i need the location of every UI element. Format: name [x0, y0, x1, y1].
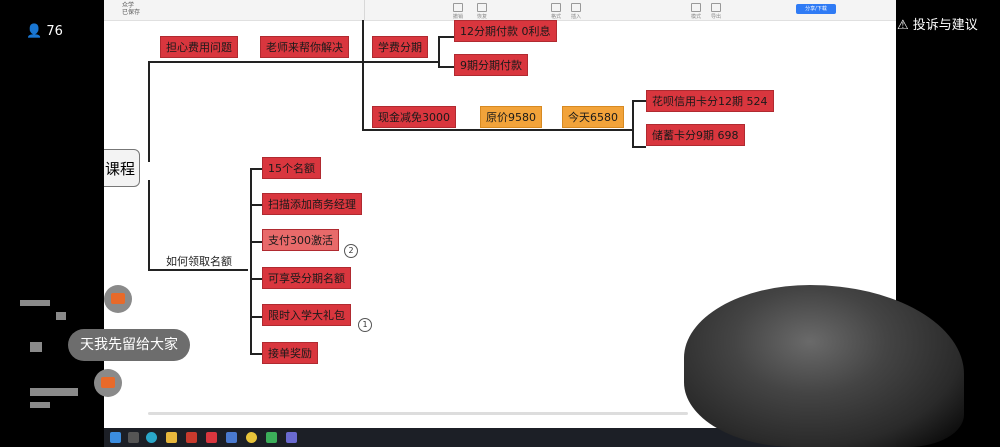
- node-9-installments[interactable]: 9期分期付款: [454, 54, 528, 76]
- app-subtitle-text: 已保存: [122, 9, 141, 16]
- node-installment-seat[interactable]: 可享受分期名额: [262, 267, 351, 289]
- insert-button[interactable]: 插入: [564, 3, 588, 20]
- node-original-price[interactable]: 原价9580: [480, 106, 542, 128]
- insert-icon: [571, 3, 581, 12]
- mode-label: 模式: [690, 14, 701, 20]
- node-teacher-help[interactable]: 老师来帮你解决: [260, 36, 349, 58]
- horizontal-scrollbar[interactable]: [148, 412, 688, 415]
- undo-button[interactable]: 撤销: [446, 3, 470, 20]
- node-scan-add-manager[interactable]: 扫描添加商务经理: [262, 193, 362, 215]
- os-taskbar: [104, 428, 896, 447]
- gift-icon[interactable]: [104, 285, 132, 313]
- pixelated-username: [30, 402, 50, 408]
- connector: [250, 168, 262, 170]
- redo-icon: [477, 3, 487, 12]
- report-label: 投诉与建议: [912, 18, 978, 33]
- pixelated-username: [30, 342, 42, 352]
- screen-share: 众学 已保存 撤销 恢复 格式 插入 模式 导出 分享/下载 课程 担心费用问题…: [104, 0, 896, 447]
- connector: [250, 204, 262, 206]
- warning-icon: ⚠: [897, 18, 909, 33]
- connector: [438, 36, 454, 38]
- connector: [148, 62, 150, 162]
- pixelated-username: [56, 312, 66, 320]
- node-order-reward[interactable]: 接单奖励: [262, 342, 318, 364]
- pixelated-username: [30, 388, 78, 396]
- branch-how-to-claim[interactable]: 如何领取名额: [166, 255, 232, 268]
- app-icon[interactable]: [206, 432, 217, 443]
- user-icon: 👤: [26, 24, 43, 39]
- export-label: 导出: [710, 14, 721, 20]
- node-enrollment-gift[interactable]: 限时入学大礼包: [262, 304, 351, 326]
- undo-label: 撤销: [452, 14, 463, 20]
- redo-button[interactable]: 恢复: [470, 3, 494, 20]
- app-toolbar: 众学 已保存 撤销 恢复 格式 插入 模式 导出 分享/下载: [104, 0, 896, 21]
- format-label: 格式: [550, 14, 561, 20]
- node-cash-discount[interactable]: 现金减免3000: [372, 106, 456, 128]
- viewer-count-value: 76: [46, 24, 63, 39]
- node-tuition-installment[interactable]: 学费分期: [372, 36, 428, 58]
- undo-icon: [453, 3, 463, 12]
- connector: [362, 20, 364, 130]
- connector: [250, 278, 262, 280]
- chrome-icon[interactable]: [246, 432, 257, 443]
- app-title: 众学 已保存: [122, 2, 140, 16]
- redo-label: 恢复: [476, 14, 487, 20]
- connector: [250, 241, 262, 243]
- connector: [632, 100, 646, 102]
- folder-icon[interactable]: [166, 432, 177, 443]
- format-button[interactable]: 格式: [544, 3, 568, 20]
- chat-message: 天我先留给大家: [68, 329, 190, 361]
- viewer-count: 👤 76: [26, 24, 63, 39]
- mode-icon: [691, 3, 701, 12]
- node-cost-concern[interactable]: 担心费用问题: [160, 36, 238, 58]
- report-suggest-button[interactable]: ⚠ 投诉与建议: [897, 14, 978, 33]
- connector: [250, 316, 262, 318]
- connector: [632, 146, 646, 148]
- insert-label: 插入: [570, 14, 581, 20]
- mindmap-root[interactable]: 课程: [104, 149, 140, 187]
- format-icon: [551, 3, 561, 12]
- presenter-video-blur: [684, 285, 964, 447]
- export-icon: [711, 3, 721, 12]
- wps-icon[interactable]: [186, 432, 197, 443]
- share-button[interactable]: 分享/下载: [796, 4, 836, 14]
- toolbar-divider: [364, 0, 365, 20]
- app-icon[interactable]: [226, 432, 237, 443]
- node-credit-card-12[interactable]: 花呗信用卡分12期 524: [646, 90, 774, 112]
- connector: [148, 269, 248, 271]
- node-today-price[interactable]: 今天6580: [562, 106, 624, 128]
- node-15-seats[interactable]: 15个名额: [262, 157, 321, 179]
- connector: [148, 61, 206, 63]
- marker-badge-2: 2: [344, 244, 358, 258]
- gift-icon[interactable]: [94, 369, 122, 397]
- search-icon[interactable]: [128, 432, 139, 443]
- node-debit-card-9[interactable]: 储蓄卡分9期 698: [646, 124, 745, 146]
- connector: [362, 129, 632, 131]
- app-icon[interactable]: [286, 432, 297, 443]
- connector: [438, 36, 440, 66]
- node-12-installments[interactable]: 12分期付款 0利息: [454, 20, 557, 42]
- connector: [148, 180, 150, 270]
- marker-badge-1: 1: [358, 318, 372, 332]
- node-pay-300-activate[interactable]: 支付300激活: [262, 229, 339, 251]
- connector: [632, 100, 634, 148]
- connector: [250, 168, 252, 354]
- connector: [250, 353, 262, 355]
- connector: [206, 61, 440, 63]
- mode-button[interactable]: 模式: [684, 3, 708, 20]
- app-title-text: 众学: [122, 2, 135, 9]
- connector: [438, 66, 454, 68]
- app-icon[interactable]: [266, 432, 277, 443]
- pixelated-username: [20, 300, 50, 306]
- export-button[interactable]: 导出: [704, 3, 728, 20]
- edge-browser-icon[interactable]: [146, 432, 157, 443]
- windows-start-icon[interactable]: [110, 432, 121, 443]
